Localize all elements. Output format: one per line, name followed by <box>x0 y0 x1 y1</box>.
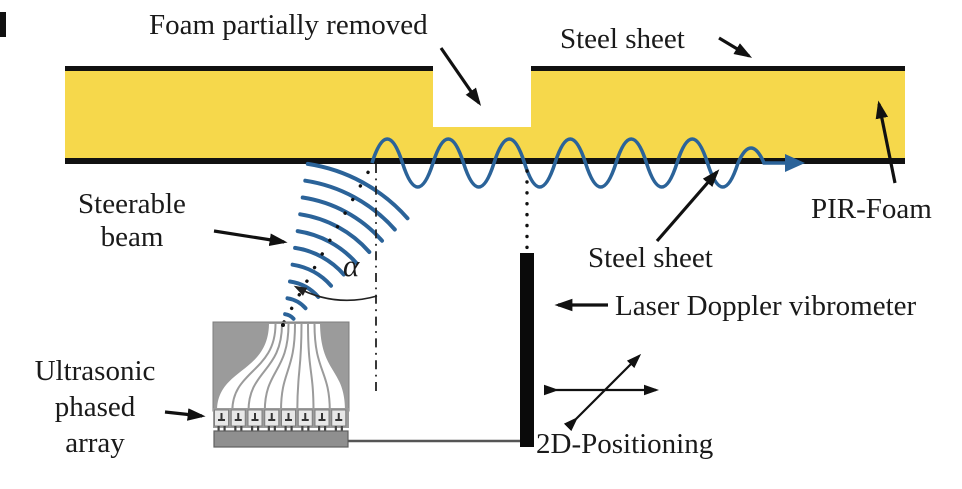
phased-array-arrow <box>164 408 206 421</box>
array-base-bar <box>213 430 349 448</box>
annotation-arrows <box>164 36 897 421</box>
label-steerable-beam-line2: beam <box>100 221 164 253</box>
ultrasonic-phased-array-device <box>212 321 350 448</box>
beam-axis-dotted-line <box>282 165 373 324</box>
array-cable-separators <box>231 323 331 412</box>
label-steerable-beam-line1: Steerable <box>78 188 186 220</box>
label-steel-sheet-bottom: Steel sheet <box>588 242 713 274</box>
label-2d-positioning: 2D-Positioning <box>536 428 714 460</box>
steel-sheet-top-line-left <box>65 66 433 71</box>
label-pir-foam: PIR-Foam <box>811 193 932 225</box>
steel-sheet-bottom-arrow <box>655 169 720 243</box>
positioning-diagonal-axis <box>563 353 642 432</box>
array-element <box>247 409 263 432</box>
array-element <box>281 409 296 432</box>
steered-beam-wavefronts <box>283 161 410 321</box>
beam-origin-dot <box>281 323 285 327</box>
label-alpha-angle: α <box>343 248 360 283</box>
array-element <box>230 409 246 432</box>
array-element <box>331 409 347 432</box>
array-elements <box>214 409 347 432</box>
angle-alpha-arc <box>293 285 378 302</box>
vibrometer-bar <box>520 253 534 447</box>
array-element <box>314 409 330 432</box>
steel-sheet-bottom-line <box>65 158 905 164</box>
positioning-axes-icon <box>544 353 659 432</box>
label-array-line1: Ultrasonic <box>34 355 156 387</box>
guided-wave-arrowhead <box>785 154 805 172</box>
guided-wave <box>370 137 786 189</box>
label-steerable-beam: Steerable beam <box>62 188 202 254</box>
label-foam-partially-removed: Foam partially removed <box>149 9 428 41</box>
array-element <box>214 409 229 432</box>
steel-sheet-top-line-right <box>531 66 905 71</box>
label-array-line2: phased <box>54 391 136 423</box>
foam-removed-arrow <box>439 47 482 106</box>
label-array-line3: array <box>65 427 125 459</box>
pir-foam-arrow <box>875 100 897 184</box>
label-laser-doppler-vibrometer: Laser Doppler vibrometer <box>615 290 917 322</box>
steerable-beam-arrow <box>213 229 288 246</box>
array-element <box>297 409 313 432</box>
corner-artifact-mark <box>0 12 6 37</box>
steel-sheet-top-arrow <box>718 36 753 58</box>
label-steel-sheet-top: Steel sheet <box>560 23 685 55</box>
array-element <box>264 409 280 432</box>
label-ultrasonic-phased-array: Ultrasonic phased array <box>20 353 170 461</box>
foam-removed-notch <box>433 60 531 127</box>
